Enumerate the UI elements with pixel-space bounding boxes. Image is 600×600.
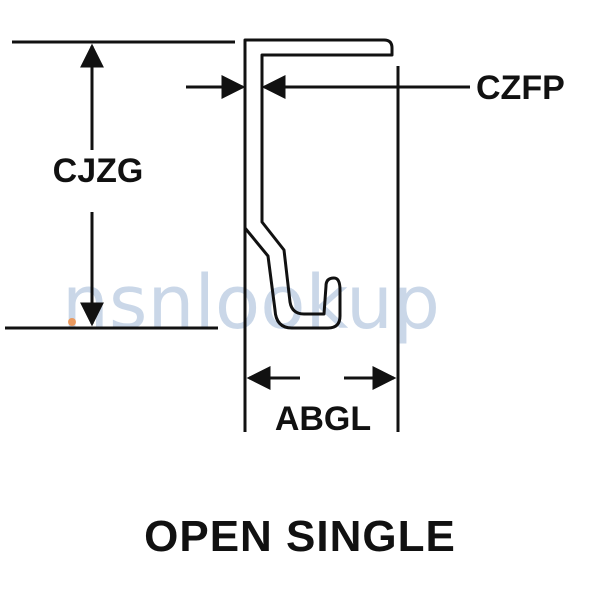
- diagram-caption: OPEN SINGLE: [144, 512, 456, 561]
- height-label: CJZG: [53, 152, 144, 190]
- bracket-outline: [243, 38, 394, 330]
- width-label: ABGL: [275, 400, 371, 438]
- watermark-text: nsnlookup: [62, 260, 440, 346]
- height-dimension: [5, 40, 235, 330]
- thickness-label: CZFP: [476, 69, 565, 107]
- part-profile: [243, 38, 394, 330]
- watermark-dot: [68, 318, 76, 326]
- width-dimension: [243, 66, 400, 432]
